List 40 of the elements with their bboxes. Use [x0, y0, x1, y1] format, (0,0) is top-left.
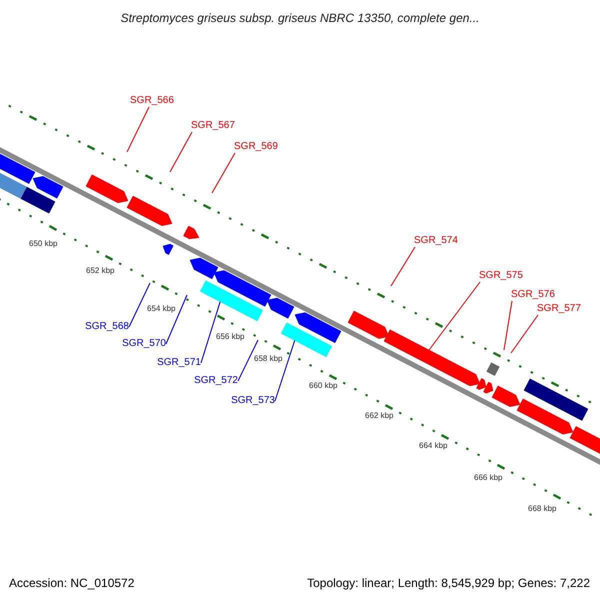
scale-label: 656 kbp — [216, 331, 244, 342]
scale-label: 666 kbp — [474, 472, 502, 483]
gene-label: SGR_570 — [120, 338, 166, 350]
gene-label: SGR_573 — [229, 395, 275, 407]
gene-feature — [384, 329, 480, 386]
gene-label: SGR_569 — [234, 141, 280, 153]
leader-line — [212, 152, 236, 194]
leader-line — [510, 314, 538, 354]
scale-label: 650 kbp — [29, 238, 58, 249]
leader-line — [170, 132, 192, 172]
scale-label: 654 kbp — [147, 303, 176, 314]
scale-label: 652 kbp — [86, 265, 114, 276]
leader-line — [128, 282, 150, 328]
gene-label: SGR_567 — [191, 120, 237, 132]
scale-label: 664 kbp — [419, 440, 448, 451]
gene-label: SGR_572 — [192, 375, 238, 387]
scale-label: 660 kbp — [309, 380, 338, 391]
gene-bar — [280, 322, 332, 358]
leader-line — [200, 301, 221, 364]
leader-line — [274, 340, 296, 402]
gene-label: SGR_566 — [130, 95, 176, 107]
accession-text: Accession: NC_010572 — [9, 575, 134, 592]
leader-line — [238, 340, 258, 382]
title: Streptomyces griseus subsp. griseus NBRC 13350, complete gen... — [120, 10, 480, 26]
gene-label: SGR_574 — [414, 235, 460, 247]
gene-label: SGR_568 — [83, 321, 129, 333]
scale-label: 668 kbp — [528, 503, 556, 514]
gene-label: SGR_571 — [155, 357, 201, 369]
gene-label: SGR_575 — [479, 270, 525, 282]
leader-line — [166, 294, 188, 344]
leader-line — [126, 106, 150, 152]
scale-label: 658 kbp — [254, 353, 282, 364]
gene-label: SGR_576 — [511, 289, 557, 301]
genome-summary-text: Topology: linear; Length: 8,545,929 bp; Genes: 7,222 — [307, 575, 590, 592]
gene-bar — [200, 280, 264, 322]
leader-line — [390, 246, 416, 286]
gene-label: SGR_577 — [537, 303, 583, 315]
scale-label: 662 kbp — [365, 410, 394, 421]
leader-line — [504, 300, 512, 350]
leader-line — [428, 282, 480, 350]
